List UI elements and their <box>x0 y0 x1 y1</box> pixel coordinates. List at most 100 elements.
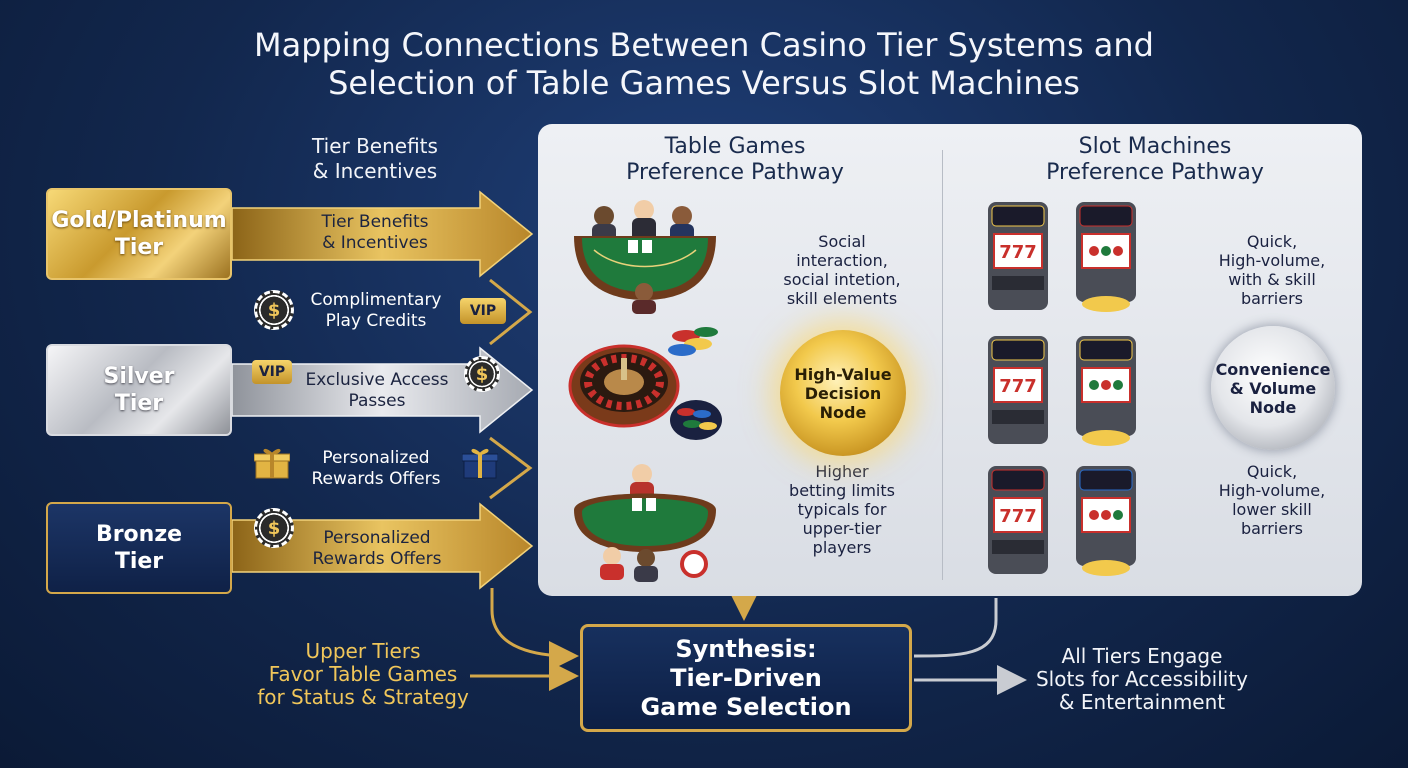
coin-icon: $ <box>254 290 294 330</box>
title-line-1: Mapping Connections Between Casino Tier … <box>254 26 1154 64</box>
table-note-bottom-line: Higher <box>815 462 869 481</box>
table-note-bottom-line: betting limits <box>789 481 895 500</box>
synthesis-line: Tier-Driven <box>670 663 822 692</box>
coin-icon: $ <box>254 508 294 548</box>
benefit-tier-incentives: Tier Benefits& Incentives <box>290 212 460 254</box>
upper-tiers-note: Upper Tiers Favor Table Games for Status… <box>250 640 476 709</box>
slot-pathway-heading: Slot Machines Preference Pathway <box>1020 134 1290 186</box>
gold-node-line: Node <box>819 402 867 422</box>
table-note-top-line: Social <box>818 232 866 251</box>
benefits-heading: Tier Benefits & Incentives <box>270 134 480 184</box>
chevron-2 <box>489 436 533 500</box>
table-heading-line-2: Preference Pathway <box>626 160 844 185</box>
benefit-0-line-1: Tier Benefits <box>321 212 429 232</box>
gift-icon <box>462 448 498 479</box>
slot-machine-icon: 777 <box>988 202 1136 312</box>
upper-tiers-line: Favor Table Games <box>268 662 458 686</box>
gold-tier-label-2: Tier <box>114 235 164 260</box>
slot-note-bottom-line: Quick, <box>1246 462 1298 481</box>
silver-node-line: Node <box>1249 397 1297 417</box>
bronze-tier-label-2: Tier <box>114 549 164 574</box>
gold-tier-arrow <box>231 190 534 278</box>
roulette-wheel-icon <box>568 327 722 440</box>
vip-badge-label: VIP <box>258 364 286 380</box>
all-tiers-line: Slots for Accessibility <box>1035 667 1249 691</box>
vip-ticket-icon: VIP <box>460 298 506 324</box>
slot-note-bottom-line: lower skill <box>1232 500 1312 519</box>
bronze-tier-label-1: Bronze <box>95 522 183 547</box>
table-heading-line-1: Table Games <box>664 134 806 159</box>
slot-heading-line-1: Slot Machines <box>1078 134 1232 159</box>
bronze-to-synthesis <box>490 588 579 671</box>
table-note-bottom-line: players <box>812 538 872 557</box>
slot-note-top: Quick, High-volume, with & skill barrier… <box>1202 232 1342 308</box>
blackjack-table-icon <box>574 200 716 314</box>
slot-note-top-line: with & skill <box>1228 270 1316 289</box>
silver-node-line: & Volume <box>1229 378 1317 398</box>
gold-node-line: High-Value <box>794 364 892 384</box>
bronze-tier-arrow <box>231 502 534 590</box>
table-note-top-line: social intetion, <box>783 270 901 289</box>
benefit-2-line-2: Passes <box>348 391 406 411</box>
title-line-2: Selection of Table Games Versus Slot Mac… <box>328 64 1080 102</box>
all-tiers-line: & Entertainment <box>1058 690 1226 714</box>
synthesis-line: Synthesis: <box>675 634 817 663</box>
table-note-bottom-line: upper-tier <box>802 519 882 538</box>
benefit-1-line-1: Complimentary <box>310 290 442 310</box>
synthesis-box: Synthesis: Tier-Driven Game Selection <box>580 624 912 732</box>
table-note-top-line: interaction, <box>796 251 888 270</box>
slot-note-bottom: Quick, High-volume, lower skill barriers <box>1202 462 1342 538</box>
silver-tier-label-2: Tier <box>114 391 164 416</box>
poker-table-icon <box>574 464 716 582</box>
vip-ticket-label: VIP <box>469 303 497 319</box>
all-tiers-line: All Tiers Engage <box>1061 644 1223 668</box>
slot-note-top-line: barriers <box>1240 289 1304 308</box>
table-note-top: Social interaction, social intetion, ski… <box>770 232 914 308</box>
gold-node-line: Decision <box>804 383 882 403</box>
table-note-bottom-line: typicals for <box>797 500 887 519</box>
benefit-3-line-1: Personalized <box>322 448 430 468</box>
slot-machine-icon: 777 <box>988 336 1136 446</box>
slot-machine-icon: 777 <box>988 466 1136 576</box>
convenience-volume-node: Convenience & Volume Node <box>1211 326 1335 450</box>
synthesis-line: Game Selection <box>640 692 852 721</box>
table-note-bottom: Higher betting limits typicals for upper… <box>774 462 910 557</box>
benefit-3-line-2: Rewards Offers <box>311 469 441 489</box>
benefit-4-line-1: Personalized <box>323 528 431 548</box>
benefit-0-line-2: & Incentives <box>322 233 428 253</box>
slot-heading-line-2: Preference Pathway <box>1046 160 1264 185</box>
benefits-heading-line-2: & Incentives <box>312 159 438 183</box>
all-tiers-note: All Tiers Engage Slots for Accessibility… <box>1026 645 1258 714</box>
page-title: Mapping Connections Between Casino Tier … <box>100 26 1308 102</box>
slot-note-top-line: Quick, <box>1246 232 1298 251</box>
vip-badge-icon: VIP <box>252 360 292 384</box>
svg-text:777: 777 <box>999 506 1037 527</box>
table-pathway-heading: Table Games Preference Pathway <box>600 134 870 186</box>
benefit-1-line-2: Play Credits <box>325 311 427 331</box>
benefit-2-line-1: Exclusive Access <box>305 370 449 390</box>
silver-tier-label-1: Silver <box>103 364 175 389</box>
gift-icon <box>254 448 290 479</box>
silver-node-line: Convenience <box>1215 359 1331 379</box>
slot-note-bottom-line: High-volume, <box>1218 481 1326 500</box>
slot-to-synthesis <box>913 598 998 658</box>
benefit-4-line-2: Rewards Offers <box>312 549 442 569</box>
benefits-heading-line-1: Tier Benefits <box>312 134 438 158</box>
upper-tiers-line: Upper Tiers <box>305 639 421 663</box>
chevron-1 <box>489 278 533 346</box>
coin-icon: $ <box>464 356 500 392</box>
upper-tiers-line: for Status & Strategy <box>257 685 469 709</box>
slot-note-bottom-line: barriers <box>1240 519 1304 538</box>
svg-text:777: 777 <box>999 242 1037 263</box>
table-note-top-line: skill elements <box>786 289 898 308</box>
gold-tier-label-1: Gold/Platinum <box>51 208 227 233</box>
high-value-decision-node: High-Value Decision Node <box>780 330 906 456</box>
slot-note-top-line: High-volume, <box>1218 251 1326 270</box>
